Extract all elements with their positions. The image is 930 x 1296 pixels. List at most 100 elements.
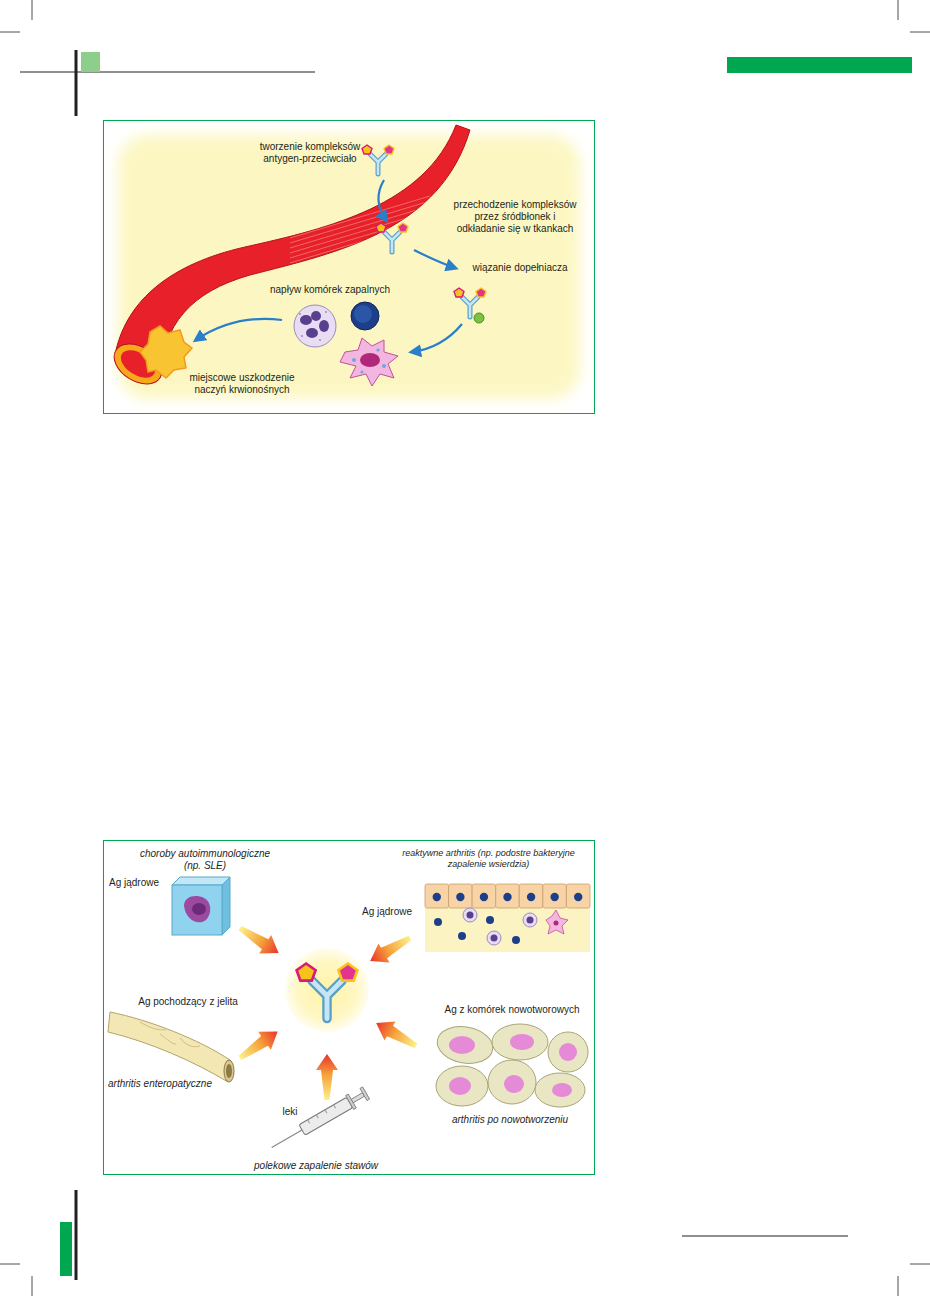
tumor-cells (552, 1083, 572, 1097)
syringe (272, 1130, 302, 1148)
cell-cube (172, 877, 230, 885)
tumor-cells (504, 1075, 524, 1093)
syringe (308, 1120, 310, 1123)
epithelium (425, 908, 590, 952)
antigen-label: leki (282, 1106, 297, 1118)
tumor-cells (434, 1022, 588, 1107)
neutrophil (301, 335, 303, 337)
step-label: miejscowe uszkodzenie naczyń krwionośnyc… (183, 372, 301, 396)
neutrophil (294, 305, 336, 347)
epithelium (527, 893, 535, 901)
epithelium (434, 918, 442, 926)
tumor-cells (449, 1036, 475, 1054)
epithelium (503, 893, 511, 901)
figure-frame (104, 121, 595, 414)
page-footer (75, 1190, 78, 1280)
antigen-label: Ag jądrowe (362, 906, 412, 918)
disease-label: arthritis enteropatyczne (108, 1078, 212, 1090)
step-label: wiązanie dopełniacza (472, 262, 567, 274)
epithelium (458, 932, 466, 940)
crop-marks (32, 1276, 33, 1296)
epithelium (574, 893, 582, 901)
blood-vessel (116, 125, 470, 378)
disease-label: arthritis po nowotworzeniu (452, 1114, 568, 1126)
crop-marks (32, 0, 33, 20)
disease-label: choroby autoimmunologiczne (np. SLE) (135, 848, 275, 872)
neutrophil (306, 328, 318, 338)
immune-complex (474, 313, 484, 323)
neutrophil (300, 315, 312, 325)
epithelium (543, 884, 567, 908)
page-footer (60, 1190, 848, 1280)
disease-label: reaktywne arthritis (np. podostre bakter… (386, 848, 591, 870)
tumor-cells (510, 1034, 534, 1050)
macrophage (340, 338, 398, 386)
process-arrow (378, 180, 386, 220)
vessel-damage (140, 326, 192, 378)
source-arrow (234, 1023, 284, 1067)
crop-marks (0, 32, 20, 33)
cell-cube (172, 885, 222, 935)
page-header (20, 50, 912, 116)
epithelium (512, 936, 520, 944)
crop-marks (898, 1276, 899, 1296)
lymphocyte (354, 305, 372, 323)
tumor-cells (559, 1043, 577, 1061)
tumor-cells (535, 1073, 585, 1107)
syringe (325, 1110, 327, 1113)
epithelium (491, 935, 498, 942)
macrophage (340, 338, 398, 386)
figure-frame (104, 121, 595, 414)
vessel-damage (140, 326, 192, 378)
immune-complex-center (297, 964, 358, 1019)
antigen-label: Ag pochodzący z jelita (138, 996, 238, 1008)
figure-frame (104, 841, 595, 1175)
cell-cube (172, 877, 230, 935)
process-arrow (414, 250, 455, 268)
immune-complex-center (285, 948, 369, 1032)
epithelium (425, 884, 590, 952)
figure-frame (104, 841, 595, 1175)
page-header (81, 52, 100, 72)
immune-complex (376, 223, 408, 252)
page-footer (682, 1236, 848, 1237)
neutrophil (299, 313, 301, 315)
epithelium (433, 893, 441, 901)
epithelium (480, 893, 488, 901)
tumor-cells (488, 1060, 536, 1104)
intestine (108, 1012, 234, 1082)
macrophage (352, 358, 356, 362)
epithelium (487, 931, 501, 945)
page-header (75, 50, 78, 116)
epithelium (449, 884, 473, 908)
tumor-cells (492, 1024, 548, 1060)
cell-cube (222, 877, 230, 935)
epithelium (472, 884, 496, 908)
cell-cube (184, 896, 210, 922)
step-label: napływ komórek zapalnych (270, 284, 390, 296)
macrophage (360, 353, 380, 367)
blood-vessel (290, 216, 430, 258)
crop-marks (910, 32, 930, 33)
source-arrow (371, 1013, 422, 1055)
process-arrow (196, 319, 282, 340)
disease-label: polekowe zapalenie stawów (254, 1160, 378, 1172)
syringe (334, 1105, 336, 1108)
epithelium (546, 910, 568, 934)
epithelium (554, 921, 559, 926)
syringe (299, 1097, 353, 1135)
neutrophil (311, 311, 321, 321)
tumor-cells (449, 1077, 471, 1095)
macrophage (382, 364, 386, 368)
antigen-label: Ag z komórek nowotworowych (444, 1004, 579, 1016)
lymphocyte (351, 302, 379, 330)
intestine (224, 1060, 234, 1082)
epithelium (463, 908, 477, 922)
intestine (226, 1064, 232, 1078)
epithelium (523, 913, 537, 927)
blood-vessel (290, 221, 430, 263)
